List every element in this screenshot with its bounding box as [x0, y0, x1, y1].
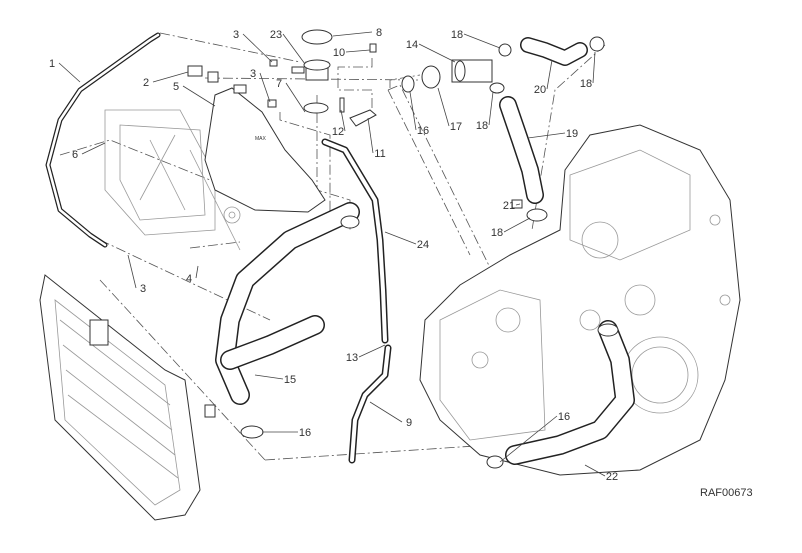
callout-leader — [358, 344, 386, 358]
callout-leader — [340, 109, 346, 132]
hose-15 — [215, 202, 360, 439]
callout-22: 22 — [606, 471, 618, 483]
engine — [419, 124, 741, 476]
callout-leader — [463, 33, 501, 49]
callout-16: 16 — [299, 427, 311, 439]
callout-11: 11 — [374, 148, 385, 160]
callout-9: 9 — [406, 417, 412, 429]
callout-16: 16 — [558, 411, 570, 423]
callout-4: 4 — [186, 273, 192, 285]
thermostat-housing — [401, 36, 605, 94]
callout-leader — [152, 71, 189, 83]
callout-leader — [369, 401, 403, 423]
callout-16: 16 — [417, 125, 429, 137]
filler-neck — [267, 29, 377, 127]
callout-23: 23 — [270, 29, 282, 41]
callout-18: 18 — [491, 227, 503, 239]
frame-trellis — [104, 109, 261, 251]
callout-leader — [499, 415, 558, 463]
callout-leader — [503, 217, 531, 233]
callout-leader — [285, 82, 306, 113]
callout-leader — [515, 203, 521, 206]
callout-3: 3 — [233, 29, 239, 41]
callout-12: 12 — [332, 126, 344, 138]
callout-leader — [384, 231, 417, 245]
clamp-icon — [187, 65, 203, 77]
callout-leader — [332, 31, 373, 37]
callout-leader — [546, 59, 553, 90]
callout-18: 18 — [451, 29, 463, 41]
callout-21: 21 — [503, 200, 515, 212]
callout-leader — [488, 91, 494, 126]
callout-14: 14 — [406, 39, 418, 51]
radiator — [39, 274, 216, 521]
callout-13: 13 — [346, 352, 358, 364]
callout-leader — [345, 49, 371, 53]
callout-leader — [409, 91, 417, 131]
callout-leader — [254, 374, 284, 380]
callout-17: 17 — [450, 121, 462, 133]
callout-3: 3 — [250, 68, 256, 80]
callout-leader — [195, 265, 199, 279]
callout-leader — [527, 132, 566, 139]
callout-6: 6 — [72, 149, 78, 161]
callout-leader — [437, 87, 450, 127]
callout-leader — [81, 142, 106, 155]
callout-20: 20 — [534, 84, 546, 96]
callout-10: 10 — [333, 47, 345, 59]
callout-8: 8 — [376, 27, 382, 39]
drawing-code: RAF00673 — [700, 487, 753, 499]
hose-24 — [321, 138, 389, 344]
callout-24: 24 — [417, 239, 429, 251]
callout-leader — [259, 72, 271, 103]
callout-leader — [182, 85, 216, 107]
callout-1: 1 — [49, 58, 55, 70]
callout-18: 18 — [580, 78, 592, 90]
hose-1 — [45, 32, 161, 248]
callout-leader — [592, 51, 596, 84]
callout-leader — [418, 43, 456, 63]
callout-leader — [127, 254, 137, 289]
callout-leader — [282, 33, 306, 65]
hose-19 — [499, 96, 548, 222]
tank-max-mark: MAX — [255, 136, 267, 142]
callout-2: 2 — [143, 77, 149, 89]
hose-9 — [348, 344, 392, 464]
expansion-tank: MAX — [187, 65, 326, 213]
callout-leader — [367, 117, 374, 154]
callout-18: 18 — [476, 120, 488, 132]
hose-20 — [520, 37, 588, 66]
hose-22 — [486, 320, 635, 469]
callout-leader — [584, 464, 606, 477]
callout-15: 15 — [284, 374, 296, 386]
callout-leader — [242, 33, 273, 63]
callout-leader — [58, 62, 81, 83]
callout-3: 3 — [140, 283, 146, 295]
callout-19: 19 — [566, 128, 578, 140]
callout-7: 7 — [276, 78, 282, 90]
callout-5: 5 — [173, 81, 179, 93]
